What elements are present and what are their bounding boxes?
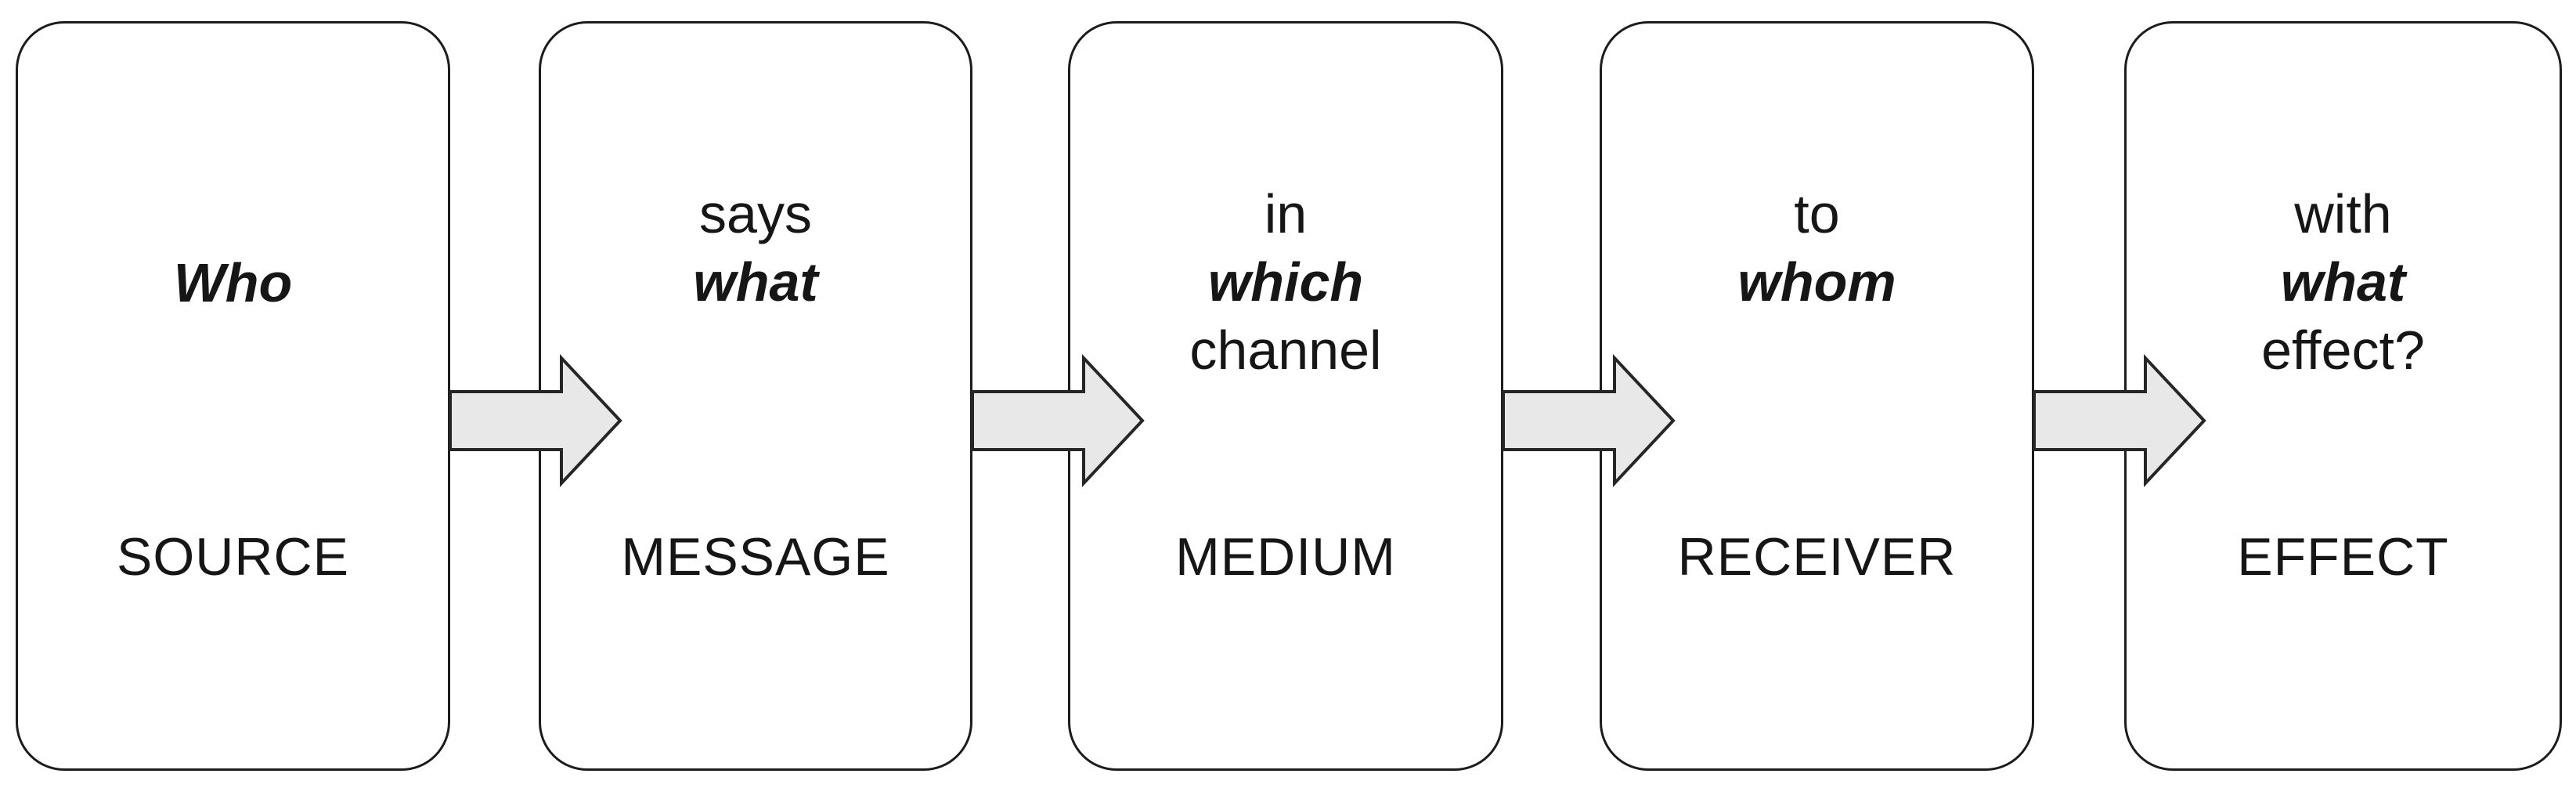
question-line: channel bbox=[1189, 320, 1382, 381]
question-line: whom bbox=[1737, 251, 1896, 313]
question-line: in bbox=[1264, 183, 1308, 244]
question-line: effect? bbox=[2261, 320, 2425, 381]
arrow-icon bbox=[2033, 353, 2206, 488]
question-line: to bbox=[1794, 183, 1840, 244]
question-text: in which channel bbox=[1070, 180, 1501, 385]
box-medium: in which channel MEDIUM bbox=[1068, 21, 1503, 771]
box-label: SOURCE bbox=[117, 527, 349, 587]
question-line: what bbox=[2280, 251, 2406, 313]
box-label: RECEIVER bbox=[1677, 527, 1957, 587]
arrow-icon bbox=[1502, 353, 1676, 488]
arrow-icon bbox=[971, 353, 1145, 488]
question-line: with bbox=[2294, 183, 2392, 244]
question-text: to whom bbox=[1602, 180, 2032, 316]
question-line: says bbox=[699, 183, 812, 244]
question-text: says what bbox=[541, 180, 970, 316]
box-source: Who SOURCE bbox=[16, 21, 450, 771]
question-line: which bbox=[1207, 251, 1364, 313]
box-label: MEDIUM bbox=[1175, 527, 1396, 587]
box-effect: with what effect? EFFECT bbox=[2124, 21, 2562, 771]
question-text: with what effect? bbox=[2127, 180, 2560, 385]
box-label: MESSAGE bbox=[621, 527, 890, 587]
question-line: what bbox=[693, 251, 818, 313]
box-receiver: to whom RECEIVER bbox=[1600, 21, 2034, 771]
question-line: Who bbox=[173, 252, 293, 313]
box-label: EFFECT bbox=[2237, 527, 2449, 587]
question-text: Who bbox=[18, 249, 448, 317]
arrow-icon bbox=[449, 353, 622, 488]
